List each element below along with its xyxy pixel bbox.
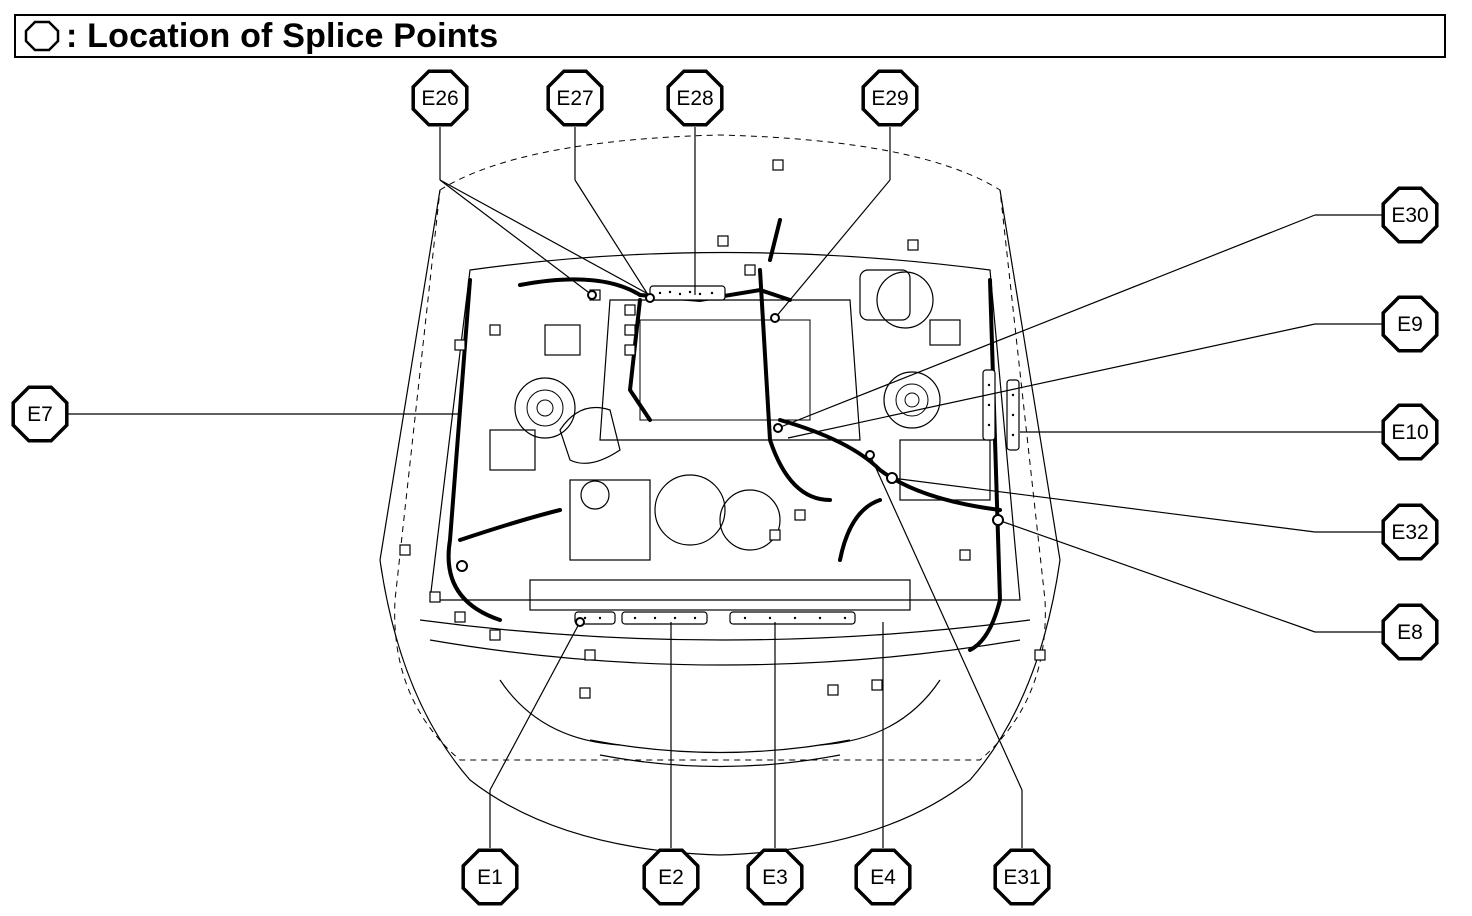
callout-E29: E29 [861, 69, 919, 127]
callout-label-E30: E30 [1391, 204, 1428, 227]
leader-line-E26 [439, 179, 593, 296]
callout-E2: E2 [642, 848, 700, 906]
octagon-icon [746, 848, 804, 906]
callout-label-E26: E26 [421, 87, 458, 110]
splice-sections [574, 285, 1020, 625]
callout-E10: E10 [1381, 403, 1439, 461]
callout-label-E27: E27 [556, 87, 593, 110]
octagon-icon [411, 69, 469, 127]
callout-label-E32: E32 [1391, 521, 1428, 544]
callout-E1: E1 [461, 848, 519, 906]
callout-label-E3: E3 [762, 866, 788, 889]
page-title: : Location of Splice Points [66, 16, 499, 55]
octagon-icon [546, 69, 604, 127]
octagon-icon [1381, 403, 1439, 461]
title-bar: : Location of Splice Points [14, 14, 1446, 58]
octagon-icon [24, 20, 60, 52]
callout-E4: E4 [854, 848, 912, 906]
octagon-icon [1381, 186, 1439, 244]
leader-line-E30 [777, 214, 1316, 429]
callout-E9: E9 [1381, 295, 1439, 353]
leader-line-E27 [574, 179, 651, 299]
octagon-icon [993, 848, 1051, 906]
callout-E31: E31 [993, 848, 1051, 906]
callout-E7: E7 [11, 385, 69, 443]
octagon-icon [861, 69, 919, 127]
callout-label-E1: E1 [477, 866, 503, 889]
callout-label-E29: E29 [871, 87, 908, 110]
callout-E32: E32 [1381, 503, 1439, 561]
octagon-icon [666, 69, 724, 127]
callout-label-E28: E28 [676, 87, 713, 110]
leader-line-E9 [787, 323, 1316, 439]
octagon-icon [1381, 503, 1439, 561]
callout-E3: E3 [746, 848, 804, 906]
callout-label-E31: E31 [1003, 866, 1040, 889]
leader-line-E31 [869, 454, 1023, 791]
splice-dots [583, 290, 1015, 620]
leader-line-E26 [439, 179, 651, 296]
leader-line-E32 [891, 477, 1316, 533]
callout-label-E4: E4 [870, 866, 896, 889]
callout-E26: E26 [411, 69, 469, 127]
octagon-icon [1381, 295, 1439, 353]
octagon-icon [642, 848, 700, 906]
splice-markers [456, 290, 1004, 627]
callout-E8: E8 [1381, 603, 1439, 661]
callout-label-E2: E2 [658, 866, 684, 889]
callout-E30: E30 [1381, 186, 1439, 244]
leader-line-E29 [774, 179, 891, 319]
callout-label-E9: E9 [1397, 313, 1423, 336]
leader-lines [68, 127, 1383, 848]
octagon-icon [1381, 603, 1439, 661]
connectors [399, 159, 1046, 699]
leader-line-E8 [997, 519, 1316, 633]
leader-line-E1 [489, 621, 581, 791]
callout-label-E7: E7 [27, 403, 53, 426]
callout-label-E10: E10 [1391, 421, 1428, 444]
octagon-icon [11, 385, 69, 443]
engine-compartment-illustration [379, 134, 1061, 856]
octagon-icon [461, 848, 519, 906]
callout-label-E8: E8 [1397, 621, 1423, 644]
octagon-icon [854, 848, 912, 906]
callout-E28: E28 [666, 69, 724, 127]
wire-harness [446, 218, 1003, 652]
callout-E27: E27 [546, 69, 604, 127]
